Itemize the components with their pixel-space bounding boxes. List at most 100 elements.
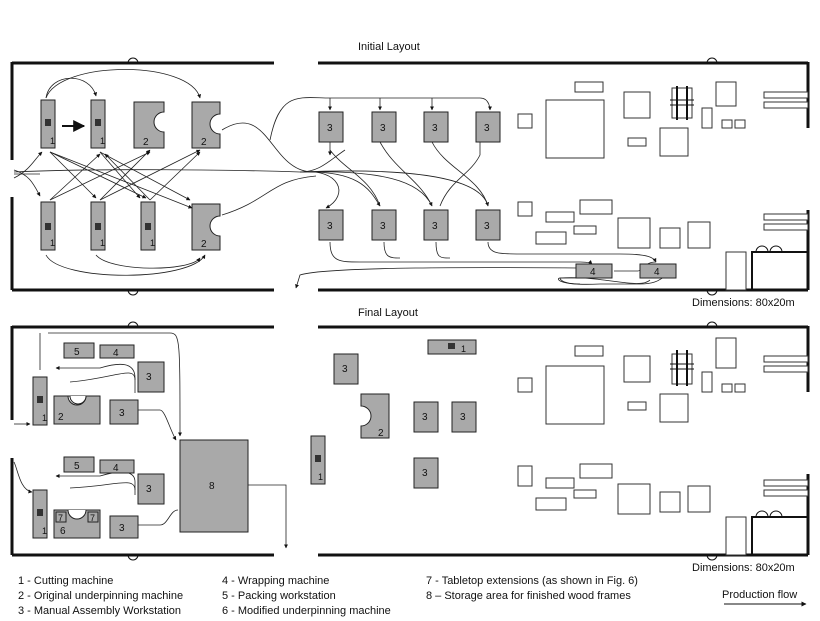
- machine-number: 4: [590, 267, 596, 278]
- cutting-machine: 1: [90, 99, 106, 149]
- initial-wrapping-flows: [295, 241, 665, 289]
- machine-number: 1: [150, 238, 155, 248]
- assembly-station: 3: [137, 473, 165, 505]
- machine-number: 3: [484, 123, 490, 134]
- machine-number: 3: [432, 221, 438, 232]
- machine-number: 3: [432, 123, 438, 134]
- final-layout-title: Final Layout: [358, 307, 418, 319]
- machine-number: 2: [58, 412, 64, 423]
- assembly-station: 3: [371, 111, 397, 143]
- legend-item: 4 - Wrapping machine: [222, 575, 329, 587]
- wrapping-machine: 4: [99, 459, 135, 474]
- machine-number: 3: [119, 523, 125, 534]
- modified-underpinning-machine: 7 7 6: [53, 509, 101, 539]
- legend-item: 2 - Original underpinning machine: [18, 590, 183, 602]
- assembly-station: 3: [318, 111, 344, 143]
- cutting-machine: 1: [32, 376, 48, 426]
- initial-layout-title: Initial Layout: [358, 41, 420, 53]
- assembly-station: 3: [413, 457, 439, 489]
- machine-number: 3: [422, 412, 428, 423]
- machine-number: 6: [60, 526, 66, 537]
- initial-cutting-machines: 1 1 1 1 1: [40, 99, 156, 251]
- wrapping-machine: 4: [99, 344, 135, 359]
- cutting-machine: 1: [427, 339, 477, 355]
- initial-dimensions: Dimensions: 80x20m: [692, 297, 795, 309]
- legend-item: 8 – Storage area for finished wood frame…: [426, 590, 631, 602]
- initial-layout: Initial Layout 1 1: [10, 41, 810, 309]
- machine-number: 3: [327, 123, 333, 134]
- cutting-machine: 1: [90, 201, 106, 251]
- packing-station: 5: [63, 342, 95, 359]
- storage-area: 8: [179, 439, 249, 533]
- legend-item: 5 - Packing workstation: [222, 590, 336, 602]
- machine-number: 3: [484, 221, 490, 232]
- final-right-machines: 1 3 2 3 3 3 1: [310, 339, 477, 489]
- machine-number: 1: [461, 344, 466, 354]
- initial-underpinning-machines: 2 2 2: [133, 101, 221, 251]
- cutting-machine: 1: [40, 201, 56, 251]
- machine-number: 7: [90, 513, 95, 523]
- machine-number: 3: [380, 123, 386, 134]
- assembly-station: 3: [318, 209, 344, 241]
- machine-number: 2: [201, 239, 207, 250]
- assembly-station: 3: [413, 401, 439, 433]
- machine-number: 1: [50, 136, 55, 146]
- assembly-station: 3: [451, 401, 477, 433]
- final-walls: [10, 321, 810, 561]
- production-flow-label: Production flow: [722, 589, 797, 601]
- machine-number: 3: [422, 468, 428, 479]
- machine-number: 3: [119, 408, 125, 419]
- machine-number: 1: [42, 526, 47, 536]
- machine-number: 3: [342, 364, 348, 375]
- machine-number: 1: [42, 413, 47, 423]
- assembly-station: 3: [475, 111, 501, 143]
- machine-number: 1: [100, 238, 105, 248]
- machine-number: 1: [50, 238, 55, 248]
- machine-number: 5: [74, 347, 80, 358]
- machine-number: 3: [380, 221, 386, 232]
- underpinning-machine: 2: [191, 203, 221, 251]
- machine-number: 8: [209, 481, 215, 492]
- packing-station: 5: [63, 456, 95, 473]
- machine-number: 4: [654, 267, 660, 278]
- assembly-station: 3: [137, 361, 165, 393]
- machine-number: 4: [113, 348, 119, 359]
- assembly-station: 3: [371, 209, 397, 241]
- wrapping-machine: 4: [639, 263, 677, 279]
- assembly-station: 3: [109, 515, 139, 539]
- machine-number: 1: [100, 136, 105, 146]
- initial-left-flows: [13, 69, 206, 276]
- initial-wrapping-machines: 4 4: [575, 263, 677, 279]
- machine-number: 1: [318, 472, 323, 482]
- machine-number: 3: [460, 412, 466, 423]
- initial-long-flows: [13, 97, 492, 216]
- final-layout: Final Layout: [10, 307, 810, 574]
- final-left-machines: 5 4 3 1 2 3 5 4 3 1: [32, 342, 249, 539]
- legend-item: 6 - Modified underpinning machine: [222, 605, 391, 617]
- assembly-station: 3: [423, 111, 449, 143]
- initial-assembly-stations: 3 3 3 3 3 3 3 3: [318, 111, 501, 241]
- machine-number: 3: [327, 221, 333, 232]
- machine-number: 4: [113, 463, 119, 474]
- underpinning-machine: 2: [360, 393, 390, 439]
- machine-number: 2: [378, 428, 384, 439]
- underpinning-machine: 2: [191, 101, 221, 149]
- final-dimensions: Dimensions: 80x20m: [692, 562, 795, 574]
- cutting-machine: 1: [40, 99, 56, 149]
- cutting-machine: 1: [310, 435, 326, 485]
- underpinning-machine: 2: [133, 101, 165, 149]
- legend-item: 1 - Cutting machine: [18, 575, 113, 587]
- machine-number: 2: [143, 137, 149, 148]
- assembly-station: 3: [109, 399, 139, 425]
- machine-number: 3: [146, 372, 152, 383]
- machine-number: 5: [74, 461, 80, 472]
- final-other-equipment: [517, 337, 809, 556]
- assembly-station: 3: [333, 353, 359, 385]
- cutting-machine: 1: [140, 201, 156, 251]
- assembly-station: 3: [423, 209, 449, 241]
- cutting-machine: 1: [32, 489, 48, 539]
- legend: 1 - Cutting machine 2 - Original underpi…: [18, 575, 807, 617]
- initial-other-equipment: [517, 81, 809, 291]
